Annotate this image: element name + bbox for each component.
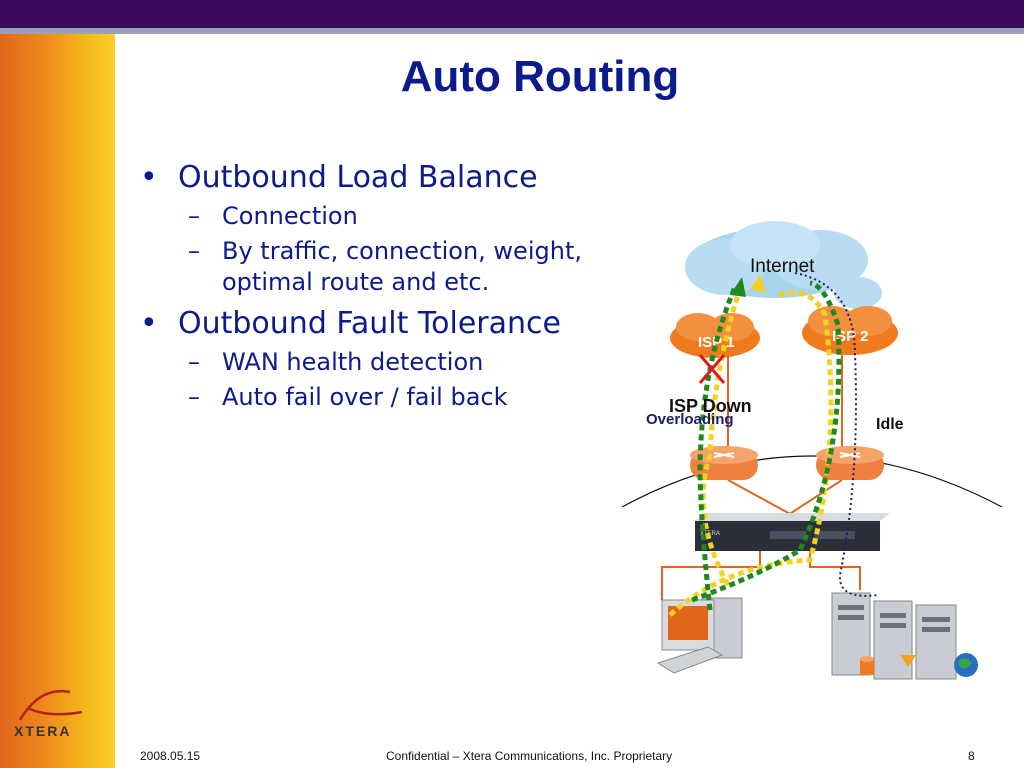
sub-bullet-text: By traffic, connection, weight, optimal … <box>222 237 582 296</box>
bullet-item: • Outbound Fault Tolerance <box>140 306 700 341</box>
internet-cloud <box>685 221 882 309</box>
sub-bullet-text: Connection <box>222 202 358 230</box>
sub-bullet-dash: – <box>188 202 200 230</box>
sub-bullet-item: –By traffic, connection, weight, optimal… <box>140 236 602 298</box>
overloading-label: Overloading <box>646 411 734 428</box>
footer-date: 2008.05.15 <box>140 749 201 763</box>
isp-links <box>661 355 861 600</box>
sub-bullet-dash: – <box>188 237 200 265</box>
sub-bullet-item: –WAN health detection <box>140 347 700 378</box>
load-balancer-appliance <box>695 513 890 551</box>
xtera-logo: XTERA <box>14 689 83 739</box>
server-icon <box>873 600 913 680</box>
network-diagram: Internet ISP 1 ISP 2 XTE <box>621 221 1003 680</box>
top-divider <box>0 28 1024 34</box>
bullet-text: Outbound Load Balance <box>178 160 538 195</box>
top-bar <box>0 0 1024 28</box>
x-mark-icon <box>698 354 726 384</box>
sub-bullet-dash: – <box>188 383 200 411</box>
logo-text: XTERA <box>14 723 71 739</box>
folder-icon <box>900 655 916 667</box>
path-arrow-icon <box>730 277 746 297</box>
network-boundary <box>621 455 1003 508</box>
server-icon <box>915 604 957 680</box>
sub-bullet-text: WAN health detection <box>222 348 484 376</box>
path-arrow-icon <box>750 275 766 293</box>
isp-down-label: ISP Down <box>669 396 752 416</box>
globe-icon <box>954 653 978 677</box>
bullet-dot: • <box>140 306 158 341</box>
traffic-path-navy <box>794 272 879 597</box>
page-number: 8 <box>968 749 975 763</box>
database-icon <box>860 656 874 675</box>
sub-bullet-item: –Auto fail over / fail back <box>140 382 700 413</box>
traffic-path-yellow <box>700 282 745 587</box>
side-bar <box>0 34 115 768</box>
internet-label: Internet <box>750 256 815 277</box>
traffic-path-green <box>697 286 738 611</box>
sub-bullet-text: Auto fail over / fail back <box>222 383 508 411</box>
page-title: Auto Routing <box>400 52 680 101</box>
footer-confidential: Confidential – Xtera Communications, Inc… <box>386 749 673 763</box>
sub-bullet-item: –Connection <box>140 201 700 232</box>
idle-label: Idle <box>876 416 904 433</box>
bullet-dot: • <box>140 160 158 195</box>
workstation-icon <box>656 597 743 674</box>
bullet-text: Outbound Fault Tolerance <box>178 306 561 341</box>
bullet-list: •Outbound Load Balance –Connection –By t… <box>140 160 700 417</box>
sub-bullet-dash: – <box>188 348 200 376</box>
bullet-item: • Outbound Load Balance <box>140 160 700 195</box>
